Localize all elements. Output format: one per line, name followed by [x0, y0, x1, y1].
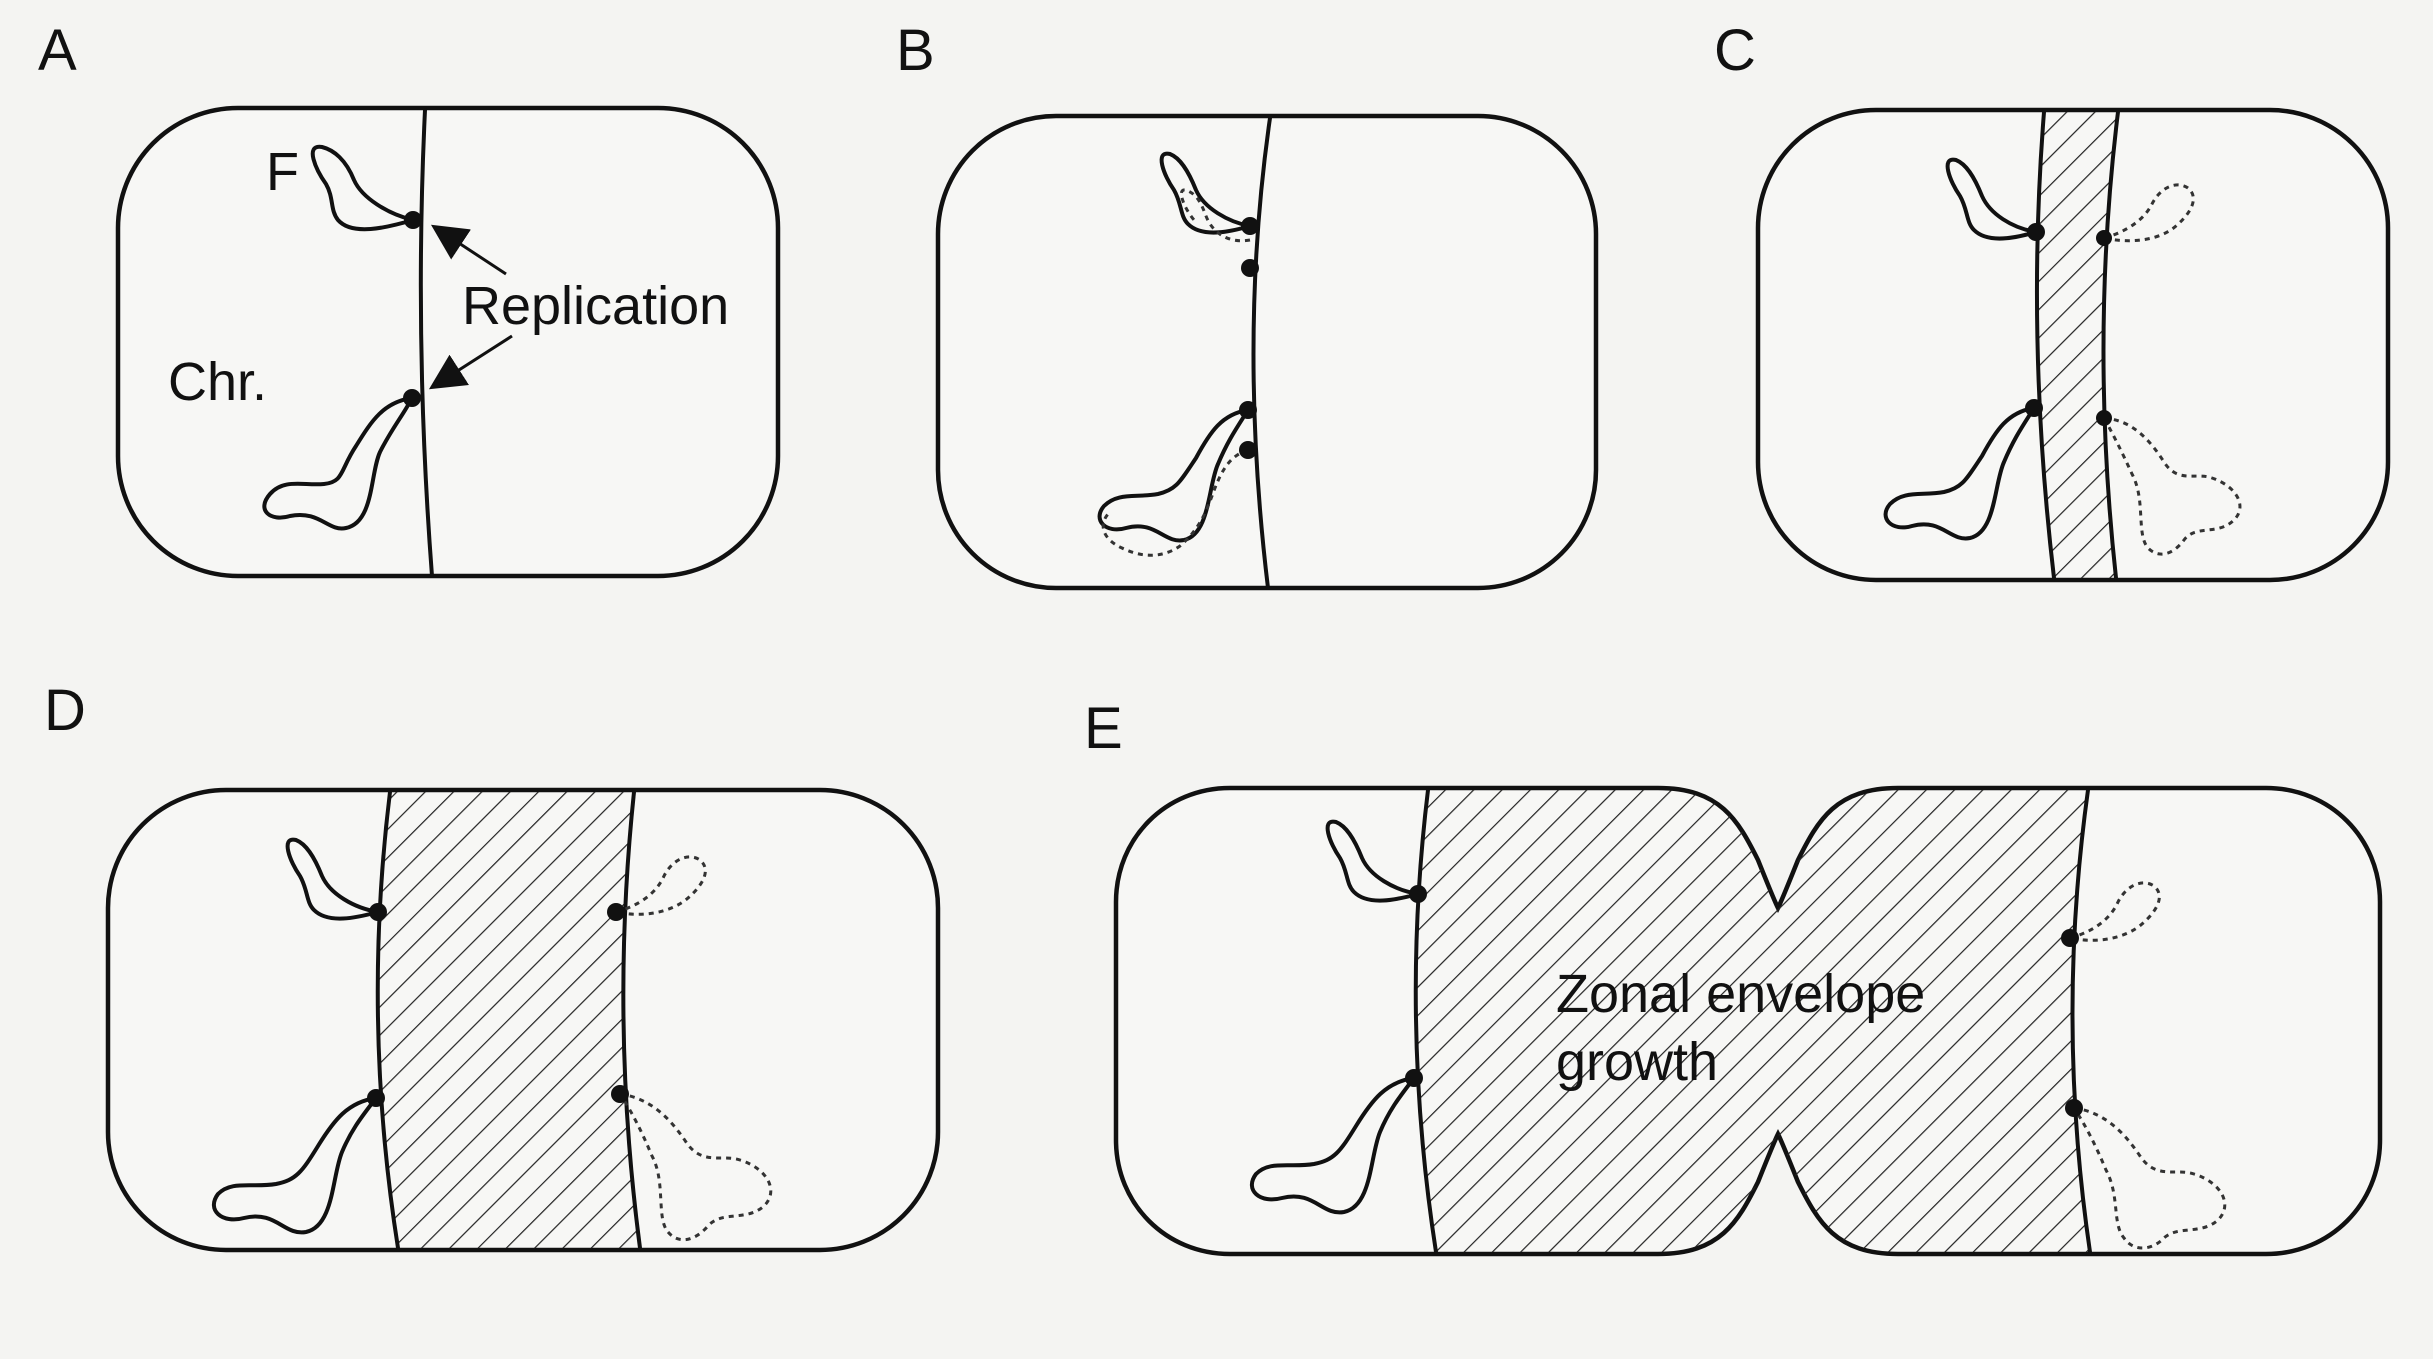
- panel-e-f-plasmid-new-copy: [2069, 881, 2161, 942]
- panel-b-septum-line: [1251, 116, 1272, 590]
- panel-d-septum-left: [375, 790, 400, 1250]
- panel-a-f-replication-dot: [404, 211, 422, 229]
- panel-b-cell-envelope: [935, 113, 1599, 591]
- panel-d-zonal-growth-zone: [377, 792, 640, 1248]
- panel-e-chromosome-loop: [1249, 1076, 1416, 1215]
- panel-b-chromosome-new-copy: [1101, 448, 1249, 557]
- panel-d-chromosome-new-copy: [618, 1092, 773, 1242]
- panel-c-zonal-growth-zone: [2036, 112, 2118, 578]
- panel-c-septum-right: [2101, 110, 2120, 580]
- panel-d-chromosome-loop: [211, 1096, 378, 1235]
- panel-c-chromosome-new-copy: [2102, 416, 2242, 556]
- panel-d-chromosome-copy-dot: [611, 1085, 629, 1103]
- panel-b-f-plasmid-new-copy: [1180, 188, 1251, 243]
- panel-d-f-plasmid-new-copy: [615, 855, 707, 916]
- panel-d-chromosome-origin-dot: [367, 1089, 385, 1107]
- chromosome-label: Chr.: [168, 352, 267, 412]
- panel-c-f-plasmid-loop: [1945, 157, 2037, 241]
- panel-e: E Zonal envelope growth: [1084, 696, 2383, 1257]
- panel-c-letter: C: [1714, 18, 1756, 83]
- panel-d-f-origin-dot: [369, 903, 387, 921]
- zonal-envelope-label-line2: growth: [1556, 1032, 1718, 1092]
- panel-a: A F Chr. Replication: [38, 18, 781, 579]
- panel-b-f-origin-dot: [1241, 217, 1259, 235]
- panel-b-f-plasmid-loop: [1159, 151, 1251, 235]
- panel-e-letter: E: [1084, 696, 1123, 761]
- panel-c-f-origin-dot: [2027, 223, 2045, 241]
- panel-d-f-copy-dot: [607, 903, 625, 921]
- f-plasmid-label: F: [266, 142, 299, 202]
- panel-b-chromosome-origin-copy-dot: [1239, 441, 1257, 459]
- panel-e-septum-right: [2070, 788, 2092, 1254]
- panel-c-septum-left: [2034, 110, 2056, 580]
- panel-e-f-copy-dot: [2061, 929, 2079, 947]
- panel-a-f-plasmid-loop: [310, 144, 414, 232]
- panel-a-septum-line: [418, 108, 434, 578]
- panel-a-letter: A: [38, 18, 77, 83]
- panel-b-chromosome-origin-dot: [1239, 401, 1257, 419]
- replication-arrow-lower: [428, 334, 513, 390]
- panel-a-chromosome-replication-dot: [403, 389, 421, 407]
- panel-e-chromosome-copy-dot: [2065, 1099, 2083, 1117]
- panel-a-cell-envelope: [115, 105, 781, 579]
- panel-e-f-origin-dot: [1409, 885, 1427, 903]
- panel-c-chromosome-copy-dot: [2096, 410, 2112, 426]
- panel-d: D: [44, 678, 941, 1253]
- panel-b-letter: B: [896, 18, 935, 83]
- panel-a-chromosome-loop: [262, 396, 414, 531]
- panel-d-letter: D: [44, 678, 86, 743]
- panel-e-chromosome-origin-dot: [1405, 1069, 1423, 1087]
- panel-e-septum-left: [1413, 788, 1438, 1254]
- replication-label: Replication: [462, 276, 729, 336]
- panel-b-chromosome-loop: [1097, 408, 1250, 543]
- panel-e-chromosome-new-copy: [2072, 1106, 2227, 1250]
- replication-arrow-upper: [430, 224, 507, 276]
- panel-c-chromosome-origin-dot: [2025, 399, 2043, 417]
- zonal-envelope-label-line1: Zonal envelope: [1556, 964, 1925, 1024]
- panel-e-zonal-growth-zone: [1415, 790, 2090, 1252]
- panel-b-f-origin-copy-dot: [1241, 259, 1259, 277]
- panel-c-f-plasmid-new-copy: [2103, 183, 2195, 243]
- panel-e-f-plasmid-loop: [1325, 819, 1419, 903]
- panel-c: C: [1714, 18, 2391, 583]
- panel-c-chromosome-loop: [1883, 406, 2036, 541]
- panel-c-f-copy-dot: [2096, 230, 2112, 246]
- panel-d-septum-right: [621, 790, 642, 1250]
- panel-b: B: [896, 18, 1599, 591]
- panel-d-f-plasmid-loop: [285, 837, 379, 921]
